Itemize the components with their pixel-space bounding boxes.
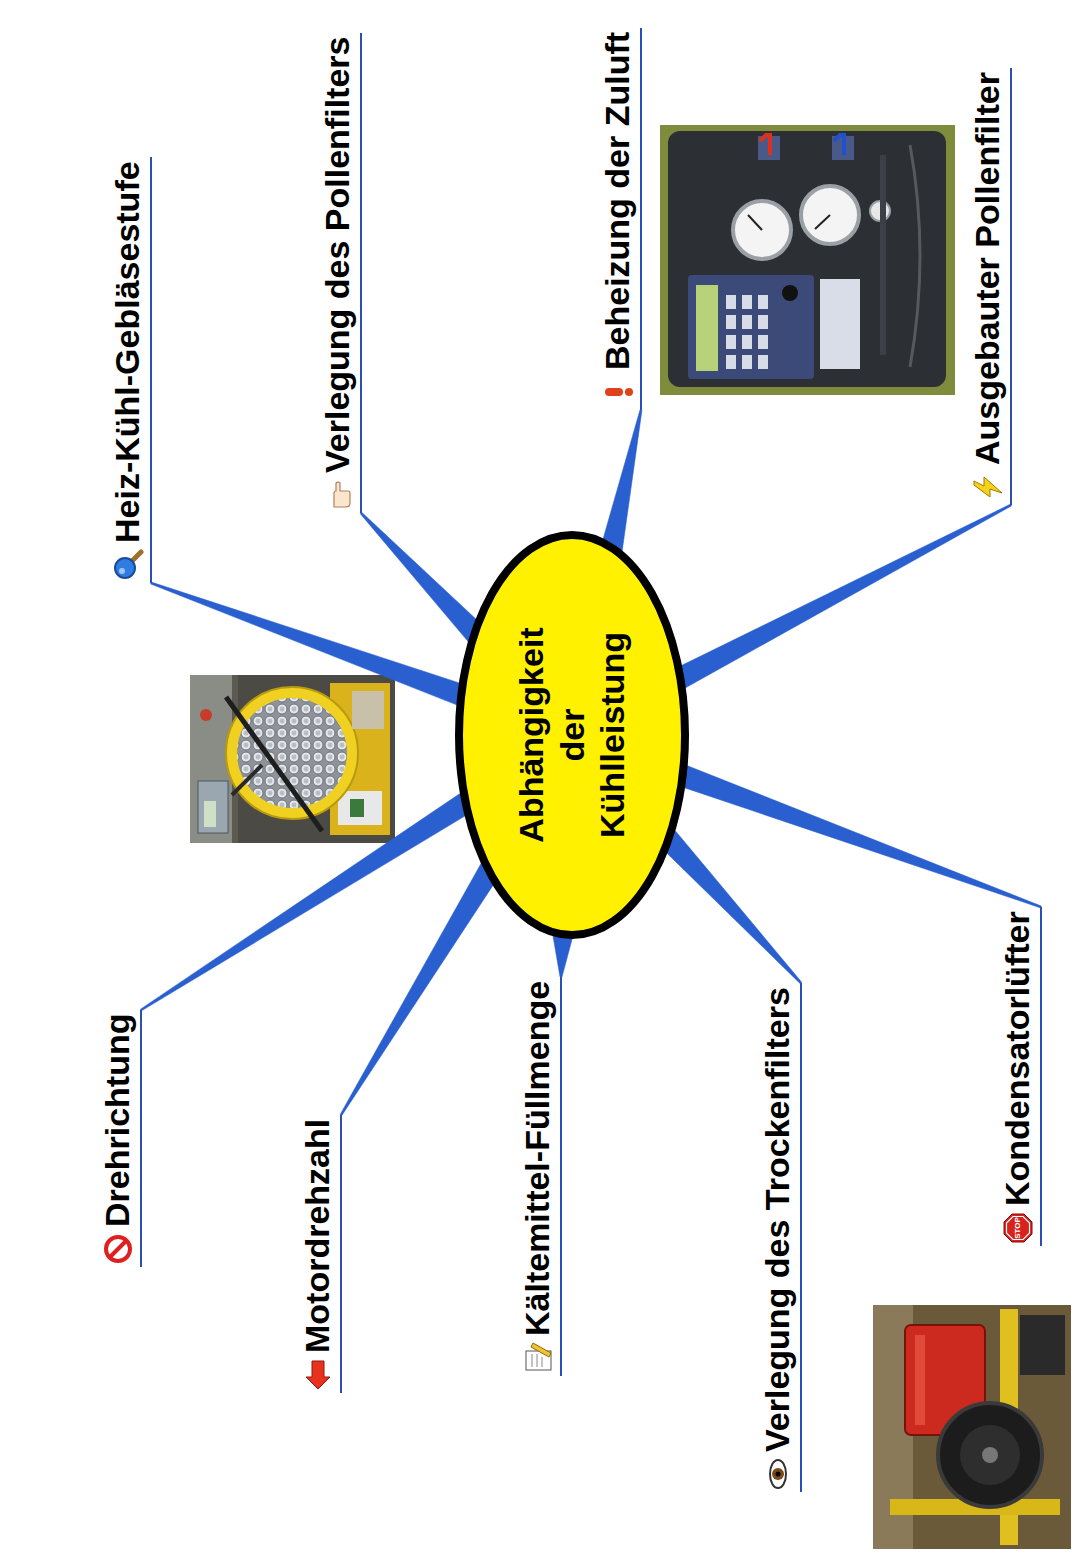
branch-label: Beheizung der Zuluft bbox=[598, 28, 642, 410]
branch-connector bbox=[673, 504, 1012, 689]
node-text: Beheizung der Zuluft bbox=[598, 32, 637, 370]
branch-icon bbox=[102, 1233, 134, 1265]
icon-symbol bbox=[522, 1342, 554, 1374]
branch-icon bbox=[322, 479, 354, 511]
branch-connector bbox=[151, 582, 468, 706]
branch-icon bbox=[302, 1359, 334, 1391]
branch-icon bbox=[522, 1342, 554, 1374]
branch-connector bbox=[360, 512, 484, 642]
node-text: Motordrehzahl bbox=[298, 1119, 337, 1353]
branch-label: Verlegung des Trockenfilters bbox=[758, 983, 802, 1492]
node-text: Ausgebauter Pollenfilter bbox=[968, 72, 1007, 465]
icon-symbol bbox=[112, 549, 144, 581]
connector-layer bbox=[140, 410, 1041, 1116]
branch-connector bbox=[658, 830, 801, 984]
branch-icon bbox=[762, 1458, 794, 1490]
ellipse-fill bbox=[459, 535, 685, 935]
branch-label: Ausgebauter Pollenfilter bbox=[968, 68, 1012, 505]
branch-connector bbox=[676, 764, 1041, 908]
branch-icon bbox=[602, 376, 634, 408]
icon-symbol bbox=[302, 1359, 334, 1391]
branch-label: Heiz-Kühl-Gebläsestufe bbox=[108, 157, 152, 583]
flowmeter-photo bbox=[190, 675, 395, 843]
icon-symbol bbox=[102, 1233, 134, 1265]
service-station-photo bbox=[660, 125, 955, 395]
node-text: Kondensatorlüfter bbox=[998, 911, 1037, 1206]
node-text: Verlegung des Pollenfilters bbox=[318, 37, 357, 473]
node-text: Heiz-Kühl-Gebläsestufe bbox=[108, 161, 147, 543]
branch-icon: STOP bbox=[1002, 1212, 1034, 1244]
icon-symbol bbox=[762, 1458, 794, 1490]
node-text: Verlegung des Trockenfilters bbox=[758, 987, 797, 1452]
branch-icon bbox=[112, 549, 144, 581]
node-text: Abhängigkeit der Kühlleistung bbox=[511, 610, 633, 860]
icon-symbol bbox=[972, 471, 1004, 503]
branch-label: Motordrehzahl bbox=[298, 1115, 342, 1393]
topic-ellipse: Abhängigkeit der Kühlleistung bbox=[454, 530, 690, 940]
branch-label: Verlegung des Pollenfilters bbox=[318, 33, 362, 513]
icon-symbol bbox=[322, 479, 354, 511]
condenser-fan-photo bbox=[873, 1305, 1071, 1549]
icon-symbol bbox=[602, 376, 634, 408]
branch-connector bbox=[600, 410, 642, 553]
branch-label: Drehrichtung bbox=[98, 1010, 142, 1267]
branch-label: STOP Kondensatorlüfter bbox=[998, 907, 1042, 1246]
branch-icon bbox=[972, 471, 1004, 503]
branch-connector bbox=[340, 863, 500, 1115]
node-text: Kältemittel-Füllmenge bbox=[518, 981, 557, 1336]
branch-label: Kältemittel-Füllmenge bbox=[518, 977, 562, 1376]
sign-label: STOP bbox=[1002, 1212, 1034, 1244]
node-text: Drehrichtung bbox=[98, 1014, 137, 1227]
